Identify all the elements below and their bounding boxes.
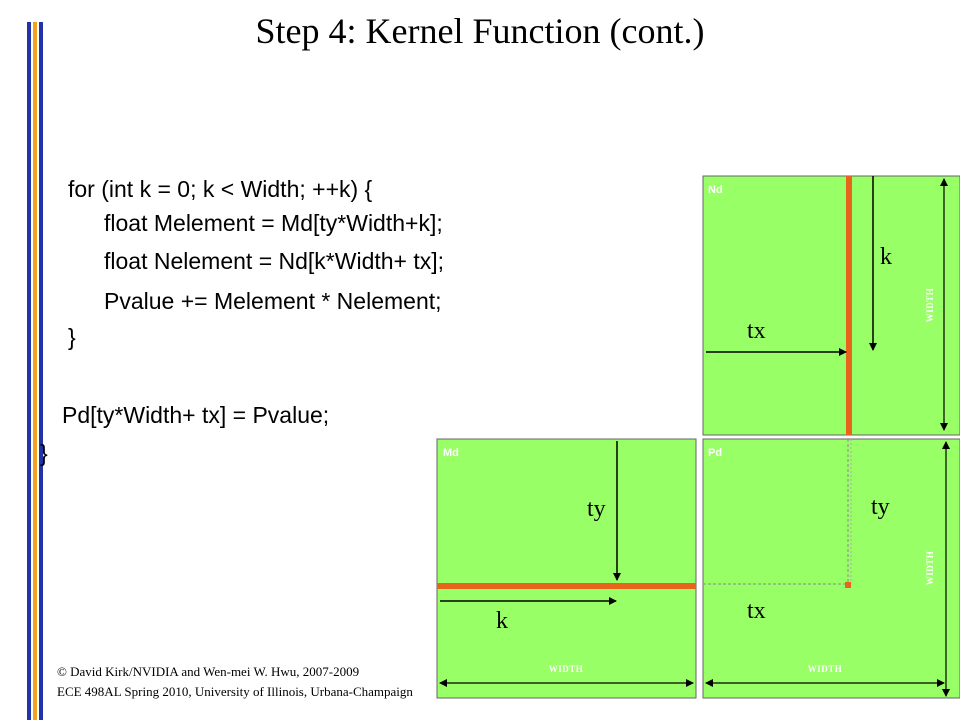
pd-width-label-right: WIDTH [925, 551, 935, 586]
pd-ty-label: ty [871, 494, 890, 520]
accent-bar-orange [33, 22, 37, 720]
nd-column-highlight [846, 176, 852, 435]
accent-bar-blue-1 [27, 22, 31, 720]
nd-matrix-box [702, 175, 960, 436]
pd-tx-label: tx [747, 598, 766, 624]
slide-title: Step 4: Kernel Function (cont.) [255, 11, 705, 51]
pd-width-label-bottom: WIDTH [808, 664, 843, 674]
nd-k-label: k [880, 244, 892, 270]
md-row-highlight [437, 583, 696, 589]
code-line-pvalue: Pvalue += Melement * Nelement; [104, 288, 442, 314]
code-line-melement: float Melement = Md[ty*Width+k]; [104, 210, 443, 236]
accent-bar-blue-2 [39, 22, 43, 720]
md-width-label: WIDTH [549, 664, 584, 674]
md-matrix: Md ty k WIDTH [436, 438, 697, 699]
nd-width-label: WIDTH [925, 288, 935, 323]
nd-matrix: Nd k tx WIDTH [702, 175, 960, 436]
pd-matrix: Pd ty tx WIDTH WIDTH [702, 438, 960, 699]
code-line-close-fn: } [40, 440, 48, 466]
code-line-pd-assign: Pd[ty*Width+ tx] = Pvalue; [62, 402, 330, 428]
code-line-for: for (int k = 0; k < Width; ++k) { [68, 176, 373, 202]
md-matrix-box [436, 438, 697, 699]
pd-label: Pd [708, 447, 722, 459]
md-ty-label: ty [587, 496, 606, 522]
code-line-close-loop: } [68, 324, 76, 350]
pd-matrix-box [702, 438, 960, 699]
md-k-label: k [496, 608, 508, 634]
pd-element-highlight [845, 582, 851, 588]
md-label: Md [443, 447, 459, 459]
nd-label: Nd [708, 184, 723, 196]
code-line-nelement: float Nelement = Nd[k*Width+ tx]; [104, 248, 445, 274]
footer-copyright: © David Kirk/NVIDIA and Wen-mei W. Hwu, … [57, 664, 360, 679]
nd-tx-label: tx [747, 318, 766, 344]
footer-course: ECE 498AL Spring 2010, University of Ill… [57, 684, 413, 699]
